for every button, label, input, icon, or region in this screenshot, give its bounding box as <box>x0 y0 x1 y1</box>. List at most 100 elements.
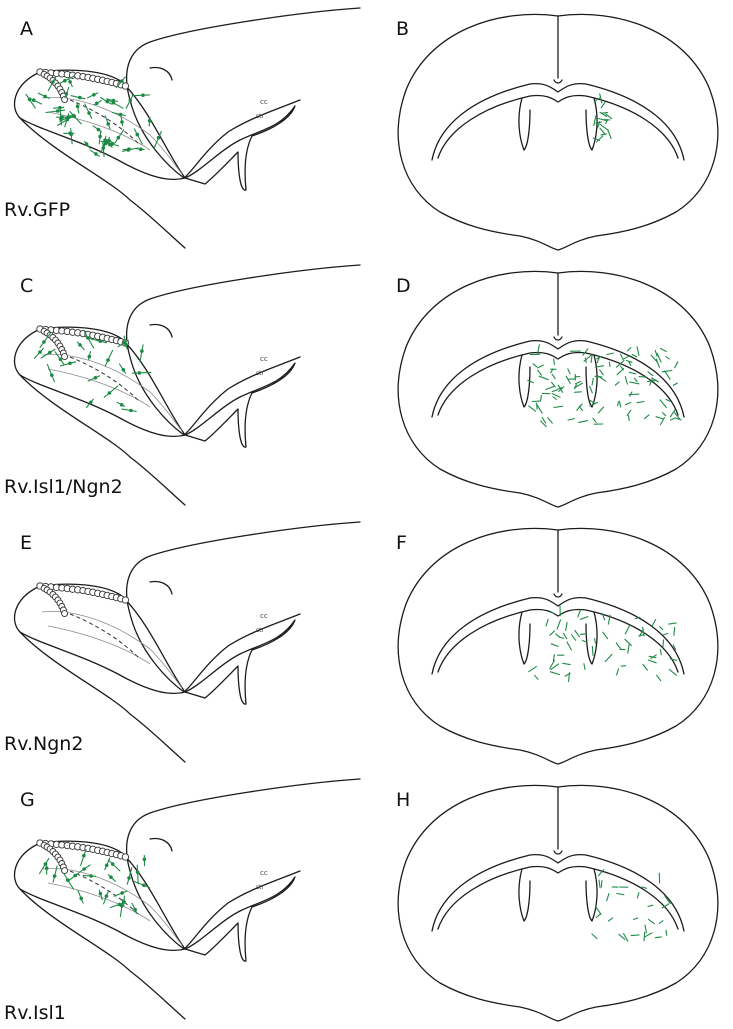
labeled-cell <box>553 655 554 661</box>
labeled-cell <box>618 402 619 406</box>
labeled-cell <box>666 930 667 935</box>
coronal-drawing <box>380 514 733 771</box>
labeled-cell <box>553 397 556 400</box>
cell-process <box>113 864 120 871</box>
labeled-cell <box>669 623 677 624</box>
cell-process <box>85 104 89 113</box>
cortex-outline <box>127 265 360 435</box>
panel-a: A ccstr Rv.GFP <box>0 0 365 257</box>
labeled-cell <box>105 858 110 870</box>
labeled-cell <box>572 635 576 641</box>
labeled-cell <box>581 634 587 635</box>
cell-process <box>133 95 144 96</box>
labeled-cell <box>648 372 653 376</box>
labeled-cell <box>592 647 593 656</box>
labeled-cell <box>578 610 581 617</box>
figure-row-3: E ccstr Rv.Ngn2 F <box>0 514 733 771</box>
labeled-cell <box>554 406 563 407</box>
labeled-cell <box>656 417 663 419</box>
labeled-cell <box>643 665 647 671</box>
labeled-cell <box>601 134 607 135</box>
labeled-cell <box>624 356 629 359</box>
labeled-cell <box>637 893 639 898</box>
labeled-cell <box>47 364 54 381</box>
labeled-cell <box>648 919 654 923</box>
corpus-callosum-upper <box>432 341 684 417</box>
vector-label: Rv.Isl1/Ngn2 <box>4 478 123 497</box>
rms-striatum-outline <box>185 877 295 961</box>
right-ventricle <box>586 869 597 921</box>
panel-e: E ccstr Rv.Ngn2 <box>0 514 365 771</box>
right-ventricle <box>586 612 597 664</box>
labeled-cell <box>535 675 538 679</box>
labeled-cell <box>648 905 653 906</box>
rms-bead <box>122 597 128 603</box>
cell-process <box>40 342 44 347</box>
labeled-cell <box>148 117 152 126</box>
labeled-cell <box>34 348 43 358</box>
corpus-callosum-upper <box>432 855 684 931</box>
labeled-cell <box>631 935 639 936</box>
vector-label: Rv.Isl1 <box>4 1004 66 1023</box>
labeled-cell <box>528 380 534 382</box>
labeled-cell <box>660 627 663 630</box>
labeled-cell <box>552 374 555 378</box>
rms-bead <box>122 854 128 860</box>
rms-bead <box>62 354 68 360</box>
cell-process <box>139 372 151 373</box>
labeled-cells <box>529 606 677 681</box>
cc-annotation: cc <box>260 355 268 363</box>
labeled-cell <box>656 359 659 367</box>
labeled-cell <box>644 932 645 941</box>
labeled-cell <box>120 364 126 373</box>
labeled-cell <box>616 643 621 649</box>
labeled-cell <box>54 106 64 110</box>
labeled-cell <box>529 667 537 672</box>
cell-process <box>108 350 113 360</box>
rms-striatum-outline <box>185 620 295 704</box>
labeled-cell <box>551 644 558 647</box>
labeled-cell <box>114 891 127 896</box>
labeled-cell <box>559 637 564 639</box>
labeled-cell <box>78 891 83 904</box>
labeled-cell <box>143 855 147 865</box>
cell-process <box>126 100 130 108</box>
cell-process <box>34 100 42 104</box>
labeled-cell <box>581 617 588 620</box>
labeled-cell <box>104 386 118 397</box>
labeled-cell <box>639 377 646 378</box>
cell-process <box>140 351 142 362</box>
labeled-cell <box>104 891 109 903</box>
labeled-cell <box>108 875 115 882</box>
cell-process <box>120 364 124 370</box>
labeled-cell <box>592 934 597 939</box>
sagittal-drawing: ccstr <box>0 771 365 1028</box>
labeled-cell <box>41 349 55 358</box>
cell-process <box>89 357 90 360</box>
labeled-cell <box>659 921 662 924</box>
cell-process <box>110 904 119 907</box>
labeled-cell <box>579 421 588 423</box>
labeled-cell <box>655 937 661 938</box>
labeled-cell <box>666 399 670 401</box>
labeled-cell <box>605 654 612 661</box>
labeled-cell <box>671 418 676 420</box>
rms-striatum-outline <box>185 106 295 190</box>
labeled-cell <box>600 128 605 134</box>
panel-f: F <box>380 514 733 771</box>
labeled-cell <box>563 663 571 664</box>
labeled-cell <box>40 858 49 873</box>
labeled-cell <box>596 907 602 915</box>
cell-process <box>154 138 159 148</box>
labeled-cell <box>629 416 630 421</box>
labeled-cell <box>575 631 580 637</box>
labeled-cell <box>99 890 103 900</box>
labeled-cell <box>621 666 626 667</box>
rms-bead <box>62 611 68 617</box>
corpus-callosum-lower <box>438 609 678 672</box>
cell-process <box>46 111 58 113</box>
coronal-outline <box>398 14 718 250</box>
str-annotation: str <box>256 884 264 891</box>
